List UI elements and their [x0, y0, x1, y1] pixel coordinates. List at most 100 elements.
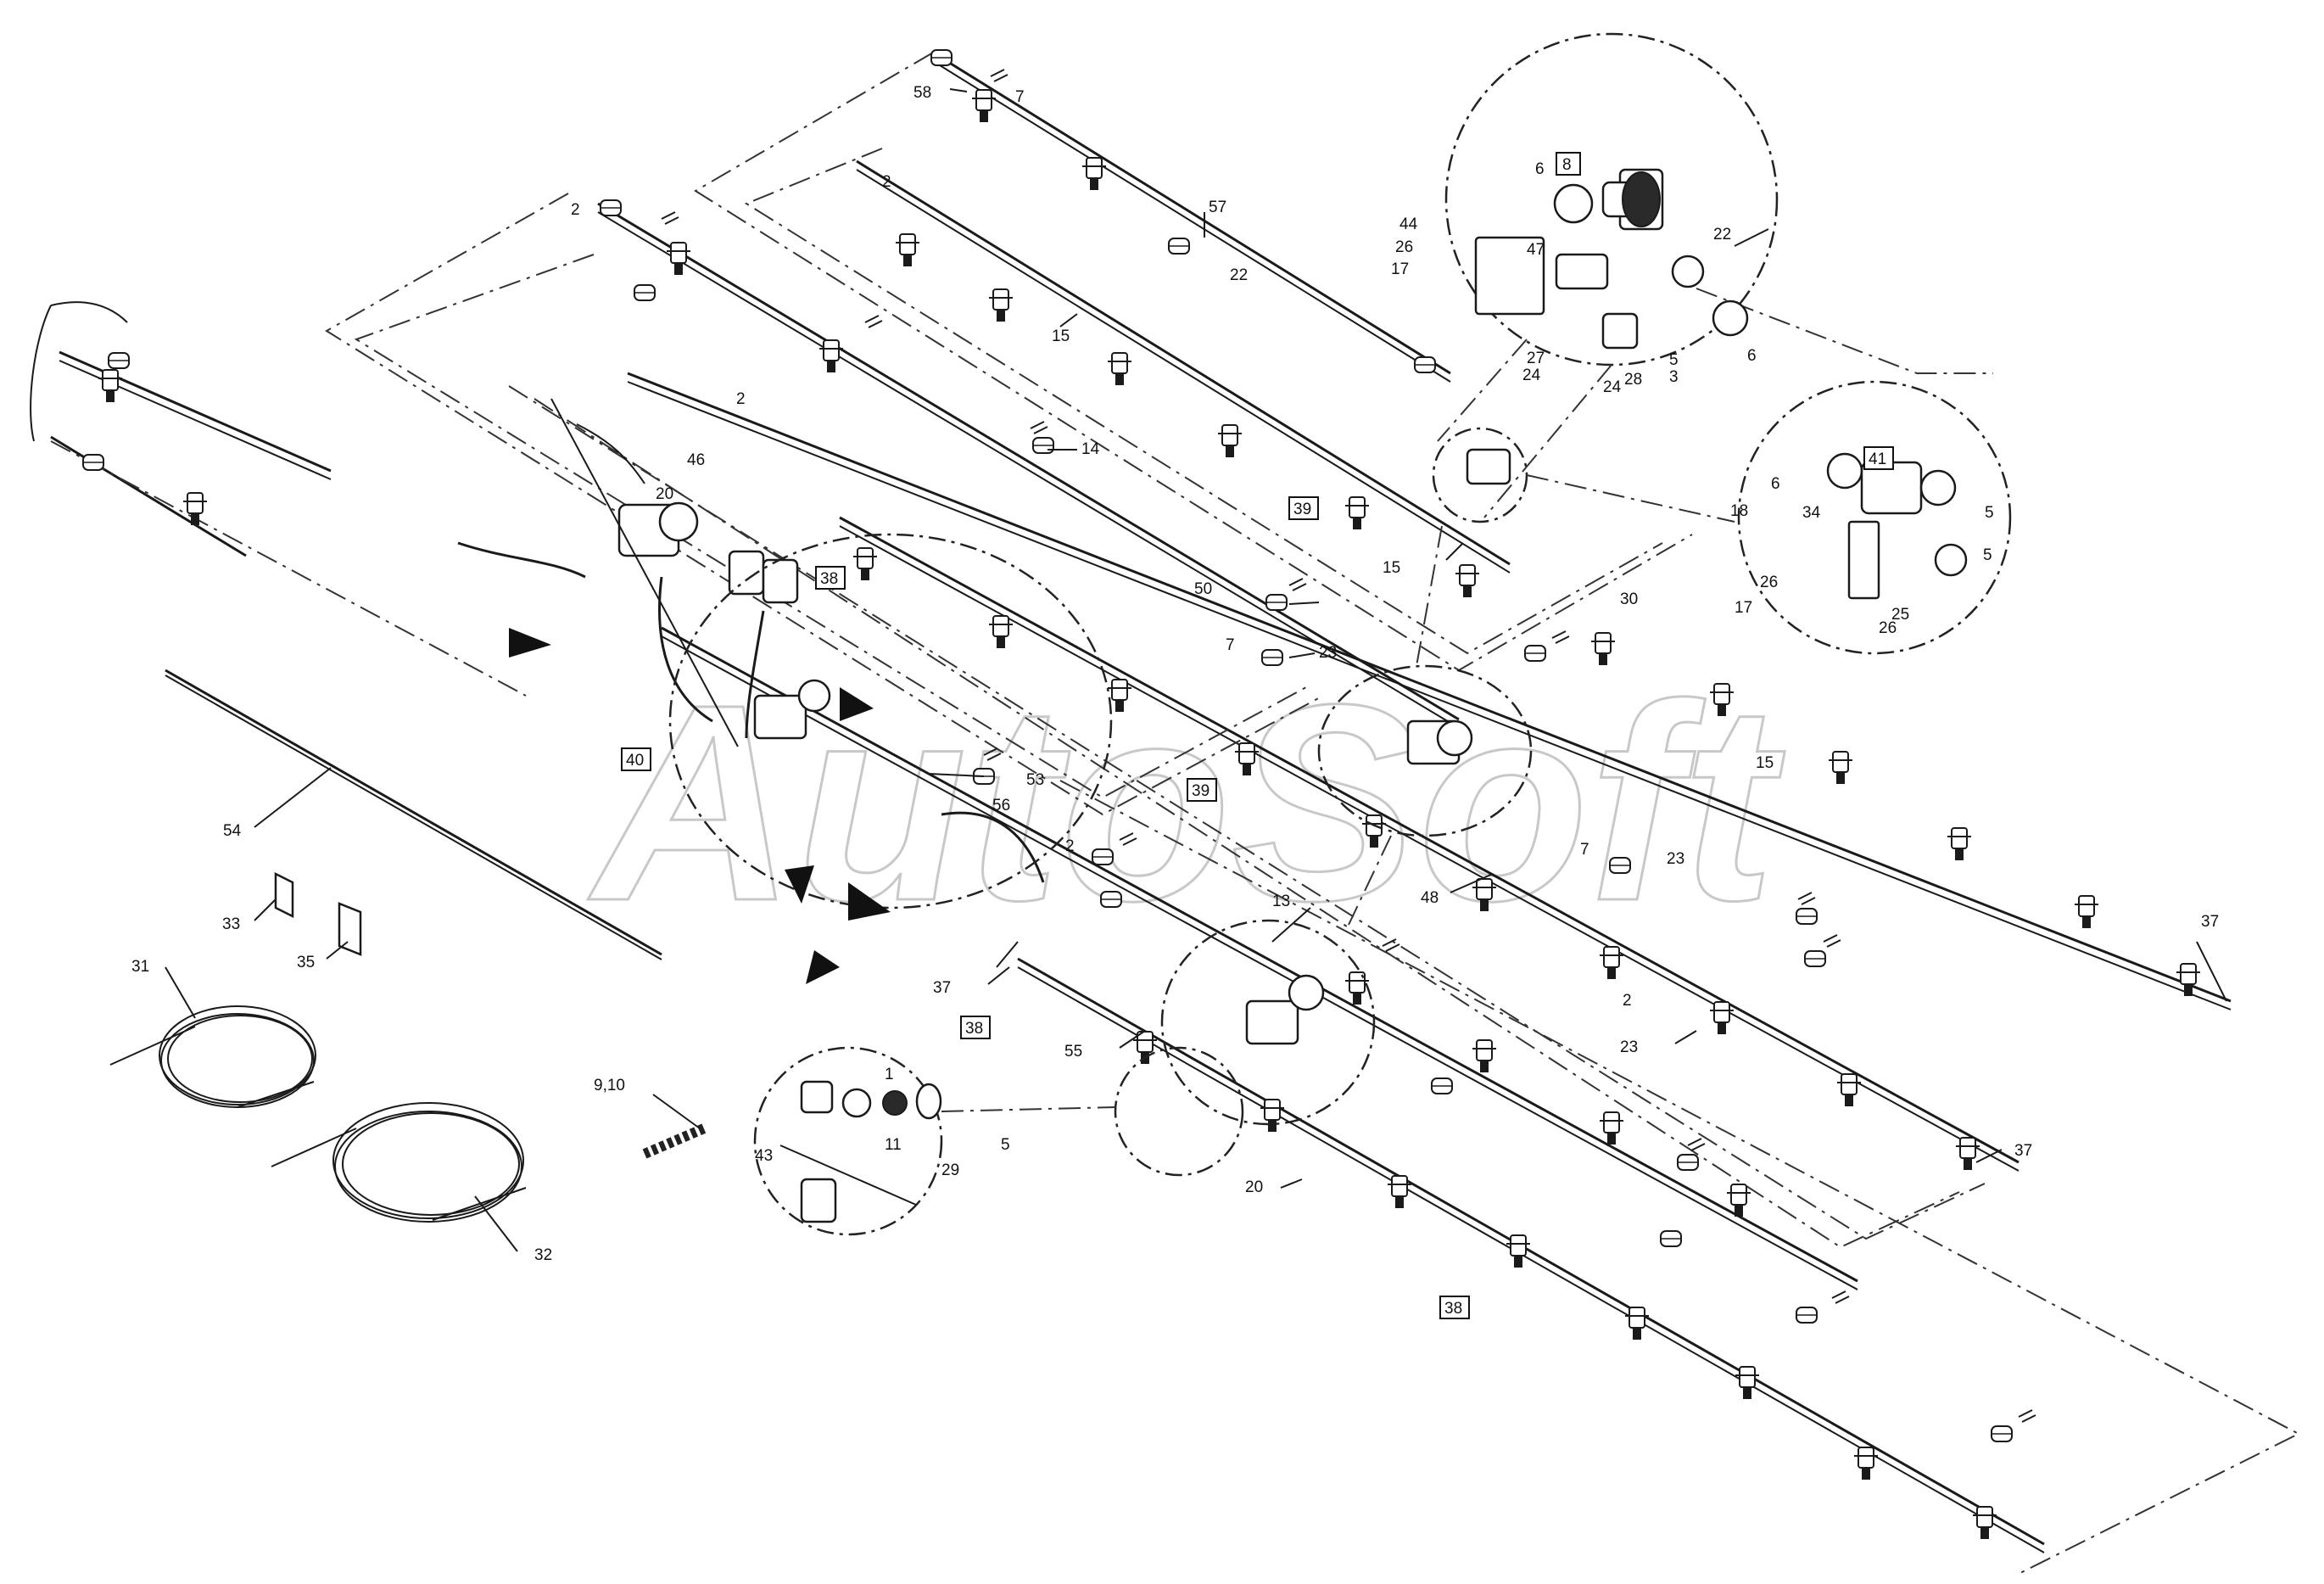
dash-dot-outlines: [50, 52, 2301, 1575]
callout-5: 5: [1983, 546, 1992, 564]
callout-37: 37: [2201, 913, 2219, 931]
callout-11: 11: [885, 1136, 902, 1154]
callout-27: 27: [1527, 350, 1545, 367]
boxed-callouts: 8 41 39 38 40 39 38 38: [621, 152, 1894, 1319]
callout-23: 23: [1667, 850, 1684, 868]
callout-7: 7: [1015, 88, 1025, 106]
boom-valve-assemblies: [1245, 448, 1511, 1045]
rod-54: [165, 669, 662, 956]
callout-3: 3: [1669, 368, 1679, 386]
callout-26: 26: [1395, 238, 1413, 256]
callout-2: 2: [736, 390, 746, 408]
pipe-left-upper: [59, 350, 332, 473]
boxed-callout-38: 38: [960, 1016, 991, 1039]
svg-text:39: 39: [1293, 501, 1311, 518]
callout-6: 6: [1771, 475, 1780, 493]
callout-33: 33: [222, 915, 240, 933]
callout-5: 5: [1001, 1136, 1010, 1154]
callout-23: 23: [1620, 1038, 1638, 1056]
callout-32: 32: [534, 1246, 552, 1264]
boom-pipes: [50, 51, 2232, 1553]
callout-46: 46: [687, 451, 705, 469]
callout-2: 2: [571, 201, 580, 219]
callout-28: 28: [1624, 371, 1642, 389]
detail-top-right-parts: [1474, 168, 1769, 350]
callout-57: 57: [1209, 199, 1226, 216]
callout-56: 56: [992, 797, 1010, 814]
pipe-15-upper: [856, 160, 1511, 566]
boxed-callout-38: 38: [1439, 1296, 1470, 1319]
detail-circles: [668, 32, 2012, 1236]
pipe-13: [661, 626, 1858, 1283]
pipe-15-right: [627, 372, 2232, 1003]
boxed-callout-38: 38: [815, 566, 846, 590]
callout-47: 47: [1527, 241, 1545, 259]
callout-13: 13: [1272, 893, 1290, 910]
callout-26: 26: [1879, 619, 1897, 637]
boxed-callout-41: 41: [1863, 446, 1894, 470]
callout-7: 7: [1226, 636, 1235, 654]
callout-31: 31: [131, 958, 149, 976]
callout-2: 2: [1065, 837, 1075, 855]
svg-text:40: 40: [626, 752, 644, 770]
callout-24: 24: [1522, 367, 1541, 384]
svg-text:41: 41: [1869, 451, 1886, 468]
callout-17: 17: [1735, 599, 1752, 617]
callout-34: 34: [1802, 504, 1821, 522]
callout-20: 20: [656, 485, 673, 503]
callout-58: 58: [913, 84, 931, 102]
svg-text:38: 38: [965, 1020, 983, 1038]
callout-37: 37: [2014, 1142, 2032, 1160]
callout-26: 26: [1760, 574, 1778, 591]
svg-text:38: 38: [1444, 1300, 1462, 1318]
callout-leaders: [165, 88, 2227, 1252]
svg-text:39: 39: [1192, 782, 1209, 800]
callout-30: 30: [1620, 591, 1638, 608]
callout-37: 37: [933, 979, 951, 997]
svg-text:38: 38: [820, 570, 838, 588]
flow-arrows: [509, 628, 891, 984]
callout-43: 43: [755, 1147, 773, 1165]
callout-22: 22: [1230, 266, 1248, 284]
central-valve-assembly: [457, 398, 1045, 883]
callout-20: 20: [1245, 1178, 1263, 1196]
callout-2: 2: [1623, 992, 1632, 1010]
callout-44: 44: [1399, 215, 1418, 233]
callout-55: 55: [1064, 1043, 1082, 1061]
callout-2: 2: [882, 173, 891, 191]
callout-14: 14: [1081, 440, 1100, 458]
spare-parts: [109, 871, 707, 1223]
callout-48: 48: [1421, 889, 1439, 907]
callout-23: 23: [1319, 644, 1337, 662]
callout-25: 25: [1891, 606, 1909, 624]
boxed-callout-8: 8: [1556, 152, 1581, 176]
callout-5: 5: [1669, 351, 1679, 369]
boxed-callout-39: 39: [1288, 496, 1319, 520]
svg-text:8: 8: [1562, 156, 1572, 174]
callout-15: 15: [1052, 327, 1070, 345]
callout-15: 15: [1756, 754, 1774, 772]
callout-35: 35: [297, 954, 315, 971]
callout-15: 15: [1383, 559, 1400, 577]
pipe-top-57: [932, 51, 1451, 375]
callout-1: 1: [885, 1066, 894, 1083]
detail-right-parts: [1826, 452, 1968, 600]
pipe-left-lower: [50, 435, 247, 557]
callout-24: 24: [1603, 378, 1622, 396]
callout-50: 50: [1194, 580, 1212, 598]
detail-bottom-left-parts: [779, 1080, 942, 1223]
callout-5: 5: [1985, 504, 1994, 522]
callout-labels: 58 7 57 22 2 2 15 14 2 46 20 50 7 23 15 …: [131, 84, 2219, 1264]
pipe-39-row: [839, 516, 2020, 1164]
callout-54: 54: [223, 822, 242, 840]
callout-6: 6: [1747, 347, 1757, 365]
boxed-callout-40: 40: [621, 747, 651, 771]
pipe-55: [1017, 957, 2045, 1546]
callout-53: 53: [1026, 771, 1044, 789]
callout-18: 18: [1730, 502, 1748, 520]
callout-9-10: 9,10: [594, 1077, 625, 1094]
callout-6: 6: [1535, 160, 1545, 178]
pipe-14: [597, 202, 1460, 721]
boxed-callout-39: 39: [1187, 778, 1217, 802]
